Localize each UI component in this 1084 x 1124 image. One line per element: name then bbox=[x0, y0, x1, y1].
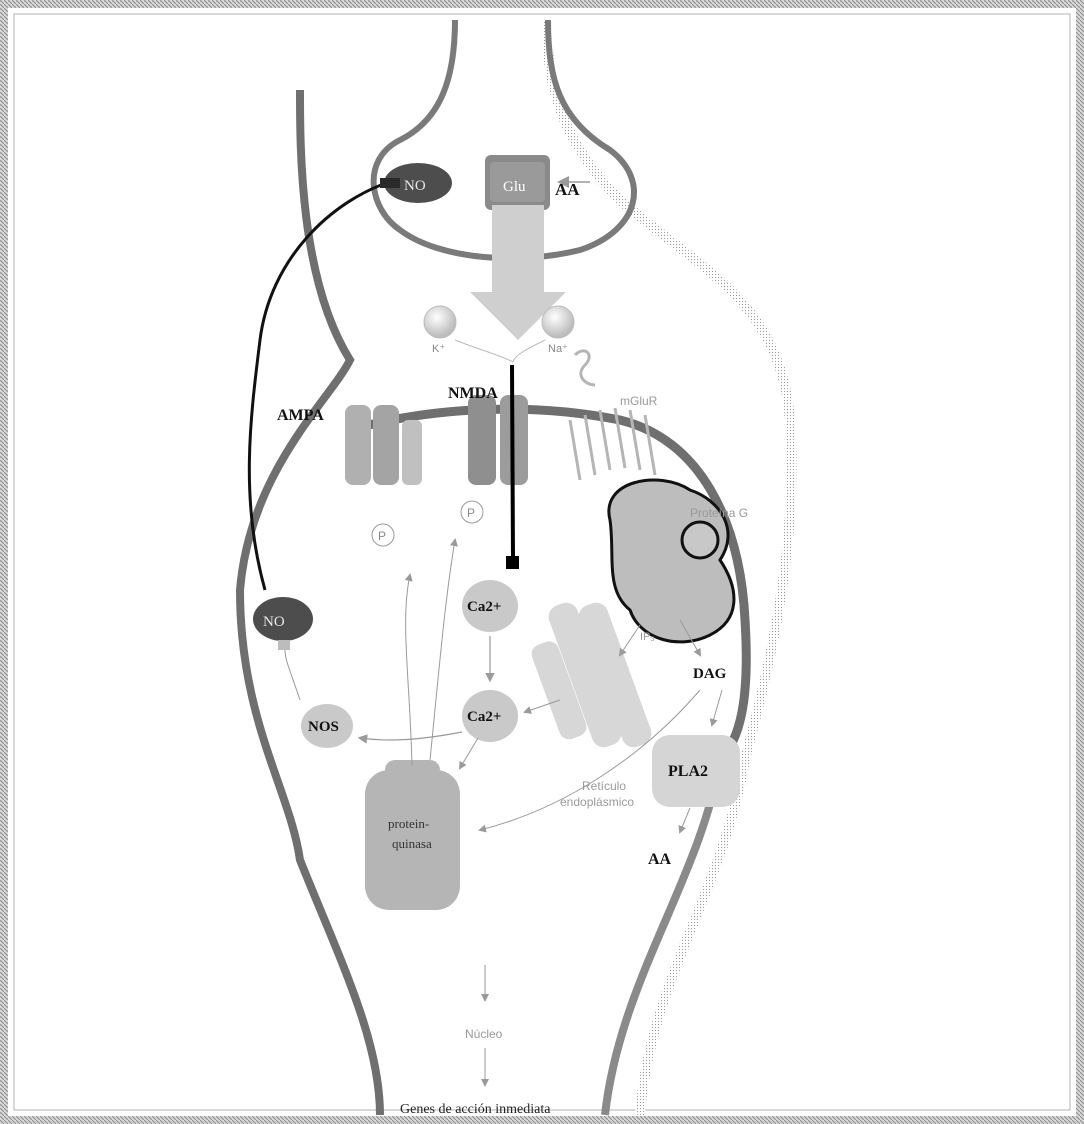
na-label: Na⁺ bbox=[548, 343, 568, 355]
mglur-label: mGluR bbox=[620, 394, 658, 408]
proteinkinasa-line1: protein- bbox=[388, 816, 429, 831]
ca-top-label: Ca2+ bbox=[467, 599, 501, 615]
nucleo-label: Núcleo bbox=[465, 1027, 503, 1041]
proteinkinasa-line2: quinasa bbox=[392, 836, 432, 851]
ip3-label: IP₃ bbox=[640, 631, 655, 643]
p1-label: P bbox=[378, 529, 386, 543]
aa-bottom-label: AA bbox=[648, 851, 672, 868]
reticulo-line2: endoplásmico bbox=[560, 795, 634, 809]
no-left-label: NO bbox=[263, 614, 285, 630]
protein-kinasa-blob bbox=[365, 760, 460, 910]
glu-label: Glu bbox=[503, 179, 526, 195]
no-top-label: NO bbox=[404, 178, 426, 194]
k-label: K⁺ bbox=[432, 343, 445, 355]
reticulo-line1: Retículo bbox=[582, 779, 626, 793]
genes-label: Genes de acción inmediata bbox=[400, 1102, 551, 1117]
na-ion-sphere bbox=[542, 306, 574, 338]
pla2-label: PLA2 bbox=[668, 763, 708, 780]
proteina-g-label: Proteína G bbox=[690, 506, 748, 520]
postsynaptic-membrane bbox=[240, 90, 380, 1115]
aa-top-label: AA bbox=[555, 180, 580, 199]
dag-label: DAG bbox=[693, 666, 727, 682]
no-retrograde-path bbox=[249, 180, 395, 590]
nos-label: NOS bbox=[308, 719, 339, 735]
ca-mid-label: Ca2+ bbox=[467, 709, 501, 725]
ampa-label: AMPA bbox=[277, 407, 324, 424]
p2-label: P bbox=[467, 506, 475, 520]
proteina-g bbox=[609, 480, 734, 642]
nmda-label: NMDA bbox=[448, 385, 498, 402]
k-ion-sphere bbox=[424, 306, 456, 338]
